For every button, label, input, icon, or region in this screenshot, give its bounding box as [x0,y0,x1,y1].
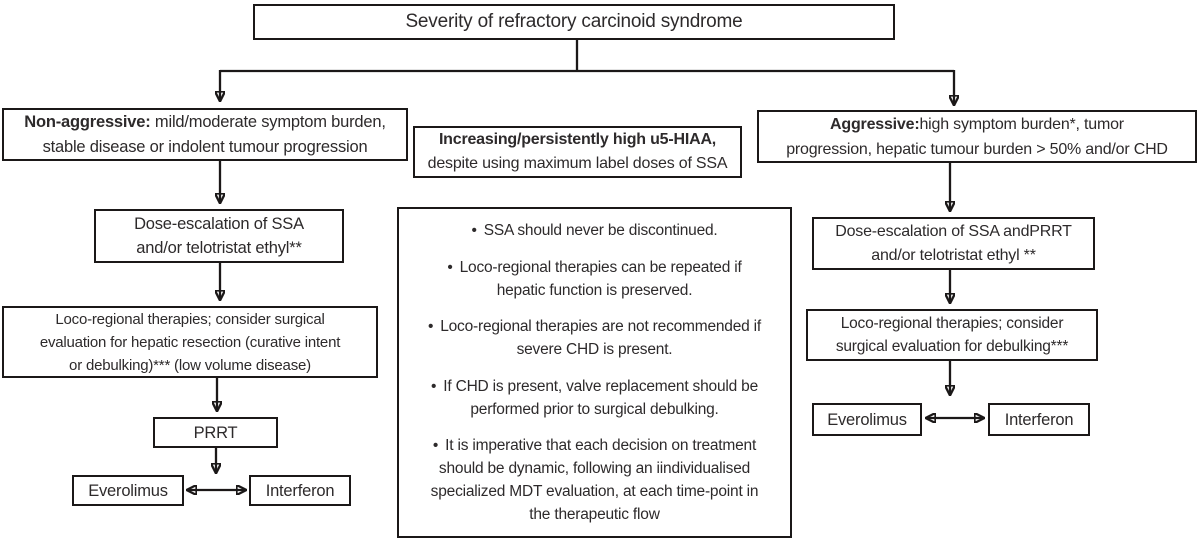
node-locoregional-right: Loco-regional therapies; consider surgic… [806,309,1098,361]
node-locoregional-left: Loco-regional therapies; consider surgic… [2,306,378,378]
bullet-icon: • [471,222,477,239]
note-chd-valve: • If CHD is present, valve replacement sh… [405,375,784,421]
bullet-icon: • [427,318,434,335]
aggressive-label: Aggressive: [830,115,920,133]
node-prrt: PRRT [153,417,278,448]
severity-title-label: Severity of refractory carcinoid syndrom… [405,11,743,32]
node-severity-title: Severity of refractory carcinoid syndrom… [253,4,895,40]
note-loco-not-recommended: • Loco-regional therapies are not recomme… [405,315,784,361]
note-text: SSA should never be discontinued. [483,222,718,239]
non-aggressive-description: mild/moderate symptom burden, stable dis… [42,112,386,156]
node-interferon-left: Interferon [249,475,351,506]
node-aggressive: Aggressive:high symptom burden*, tumor p… [757,110,1197,163]
bullet-icon: • [431,377,437,395]
bullet-icon: • [447,258,453,276]
everolimus-left-label: Everolimus [88,481,168,500]
aggressive-description: high symptom burden*, tumor progression,… [786,115,1168,158]
node-dose-escalation-left: Dose-escalation of SSA and/or telotrista… [94,209,344,263]
high-u5hiaa-headline: Increasing/persistently high u5-HIAA, [438,131,717,148]
node-treatment-notes: • SSA should never be discontinued. • Loco… [397,207,792,538]
non-aggressive-text: Non-aggressive: mild/moderate symptom bu… [24,110,386,160]
interferon-right-label: Interferon [1004,410,1074,429]
note-text: Loco-regional therapies are not recommen… [440,318,762,358]
locoregional-right-text: Loco-regional therapies; consider surgic… [835,315,1069,355]
note-loco-repeat: • Loco-regional therapies can be repeated… [405,256,784,302]
node-interferon-right: Interferon [988,403,1090,436]
note-ssa-discontinued: • SSA should never be discontinued. [405,219,784,242]
aggressive-text: Aggressive:high symptom burden*, tumor p… [786,112,1168,162]
dose-escalation-right-text: Dose-escalation of SSA andPRRT and/or te… [835,222,1072,264]
note-text: If CHD is present, valve replacement sho… [443,377,758,418]
locoregional-left-text: Loco-regional therapies; consider surgic… [39,310,341,374]
interferon-left-label: Interferon [265,481,335,500]
high-u5hiaa-text: Increasing/persistently high u5-HIAA, de… [428,128,728,176]
node-everolimus-right: Everolimus [812,403,922,436]
prrt-label: PRRT [193,423,238,442]
note-mdt-evaluation: •It is imperative that each decision on … [405,434,784,526]
node-dose-escalation-right: Dose-escalation of SSA andPRRT and/or te… [812,217,1095,270]
bullet-icon: • [432,437,439,454]
note-text: Loco-regional therapies can be repeated … [459,258,742,299]
high-u5hiaa-subline: despite using maximum label doses of SSA [427,155,728,172]
node-high-u5hiaa: Increasing/persistently high u5-HIAA, de… [413,126,742,178]
note-text: It is imperative that each decision on t… [430,437,759,523]
dose-escalation-left-text: Dose-escalation of SSA and/or telotrista… [134,215,304,257]
everolimus-right-label: Everolimus [827,410,907,429]
node-non-aggressive: Non-aggressive: mild/moderate symptom bu… [2,108,408,161]
non-aggressive-label: Non-aggressive: [24,112,151,131]
node-everolimus-left: Everolimus [72,475,184,506]
